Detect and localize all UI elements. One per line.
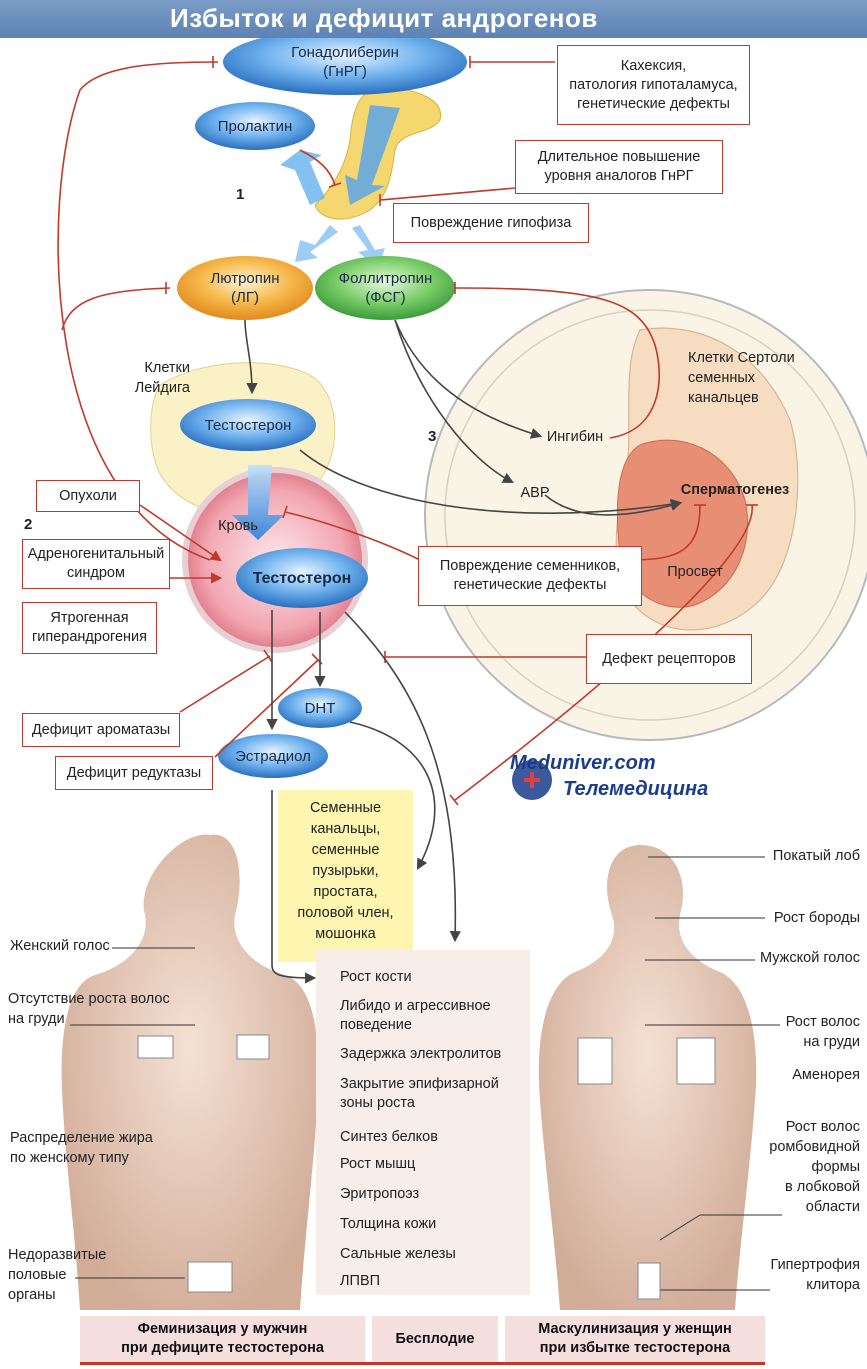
prolactin-label: Пролактин	[217, 117, 293, 135]
effect-item: Рост мышц	[340, 1156, 416, 1172]
gnrh-analogs-box: Длительное повышение уровня аналогов ГнР…	[515, 140, 723, 194]
gnrh-label: Гонадолиберин (ГнРГ)	[291, 44, 399, 80]
male-chest-hair-label: Отсутствие роста волос на груди	[8, 991, 170, 1027]
effect-item: ЛПВП	[340, 1273, 381, 1289]
female-clitoris-label: Гипертрофия клитора	[770, 1257, 860, 1293]
infertility-bar: Бесплодие	[372, 1316, 498, 1362]
effect-item: Задержка электролитов	[340, 1046, 502, 1062]
leydig-label: Клетки Лейдига	[134, 360, 190, 396]
leader-lines	[70, 856, 782, 1291]
blood-label: Кровь	[218, 518, 258, 534]
female-body-shape	[538, 845, 757, 1310]
watermark-tagline: Телемедицина	[563, 778, 709, 800]
wide-arrow-prolactin	[280, 150, 325, 205]
lh-oval	[177, 256, 313, 320]
effect-item: Закрытие эпифизарной зоны роста	[340, 1076, 499, 1111]
effect-item: Либидо и агрессивное поведение	[340, 998, 491, 1033]
dht-label: DHT	[304, 699, 336, 717]
title-bar	[0, 0, 867, 38]
target-organs-box: Семенные канальцы, семенные пузырьки, пр…	[278, 790, 413, 962]
testosterone-main-oval	[236, 548, 368, 608]
fsh-label: Фоллитропин (ФСГ)	[338, 270, 433, 306]
tubule-inner-shape	[444, 309, 856, 721]
female-beard-label: Рост бороды	[773, 910, 860, 926]
effects-panel	[316, 950, 530, 1295]
wide-arrow-to-blood	[232, 465, 284, 540]
lumen-shape	[616, 439, 749, 608]
testis-damage-box: Повреждение семенников, генетические деф…	[418, 546, 642, 606]
abp-label: АВР	[520, 485, 550, 501]
female-voice-label: Мужской голос	[760, 950, 860, 966]
reductase-deficit-box: Дефицит редуктазы	[55, 756, 213, 790]
wide-arrow-lh	[295, 225, 338, 262]
female-forehead-label: Покатый лоб	[772, 848, 860, 864]
male-voice-label: Женский голос	[10, 938, 110, 954]
female-chest-hair-label: Рост волос на груди	[785, 1014, 860, 1050]
masculinization-bar: Маскулинизация у женщин при избытке тест…	[505, 1316, 765, 1362]
prolactin-oval	[195, 102, 315, 150]
dht-oval	[278, 688, 362, 728]
gnrh-oval	[223, 29, 467, 95]
female-pubic-hair-label: Рост волос ромбовидной формы в лобковой …	[769, 1119, 860, 1215]
male-body-shape	[61, 834, 319, 1310]
lh-label: Лютропин (ЛГ)	[210, 270, 280, 306]
step-number-3: 3	[428, 428, 437, 445]
body-inset-frames	[137, 1034, 716, 1300]
spermatogenesis-label: Сперматогенез	[680, 482, 790, 498]
testosterone-top-oval	[180, 399, 316, 451]
flow-arrows	[244, 319, 683, 984]
feminization-bar: Феминизация у мужчин при дефиците тестос…	[80, 1316, 365, 1362]
testosterone-top-label: Тестостерон	[204, 416, 292, 434]
effect-item: Толщина кожи	[340, 1216, 437, 1232]
testosterone-main-label: Тестостерон	[252, 569, 352, 587]
estradiol-label: Эстрадиол	[235, 747, 311, 765]
excitatory-red-arrows	[139, 504, 223, 584]
adrenogenital-box: Адреногенитальный синдром	[22, 539, 170, 589]
wide-arrow-gnrh	[345, 105, 400, 205]
pituitary-damage-box: Повреждение гипофиза	[393, 203, 589, 243]
estradiol-oval	[218, 734, 328, 778]
sertoli-label: Клетки Сертоли семенных канальцев	[688, 350, 795, 406]
male-genitals-label: Недоразвитые половые органы	[8, 1247, 107, 1303]
fsh-oval	[315, 256, 455, 320]
step-number-1: 1	[236, 186, 245, 203]
effect-item: Сальные железы	[340, 1246, 456, 1262]
cachexia-box: Кахексия, патология гипоталамуса, генети…	[557, 45, 750, 125]
tumors-box: Опухоли	[36, 480, 140, 512]
inhibin-label: Ингибин	[546, 429, 604, 445]
female-amenorrhea-label: Аменорея	[792, 1067, 860, 1083]
receptor-defect-box: Дефект рецепторов	[586, 634, 752, 684]
bottom-red-line	[80, 1362, 765, 1365]
lumen-label: Просвет	[667, 564, 723, 580]
male-fat-label: Распределение жира по женскому типу	[10, 1130, 153, 1166]
effect-item: Рост кости	[340, 969, 412, 985]
page-title: Избыток и дефицит андрогенов	[170, 3, 598, 33]
watermark-site[interactable]: Meduniver.com	[510, 752, 656, 774]
effect-item: Эритропоэз	[340, 1186, 420, 1202]
step-number-2: 2	[24, 516, 33, 533]
aromatase-deficit-box: Дефицит ароматазы	[22, 713, 180, 747]
iatrogenic-box: Ятрогенная гиперандрогения	[22, 602, 157, 654]
effect-item: Синтез белков	[340, 1129, 438, 1145]
